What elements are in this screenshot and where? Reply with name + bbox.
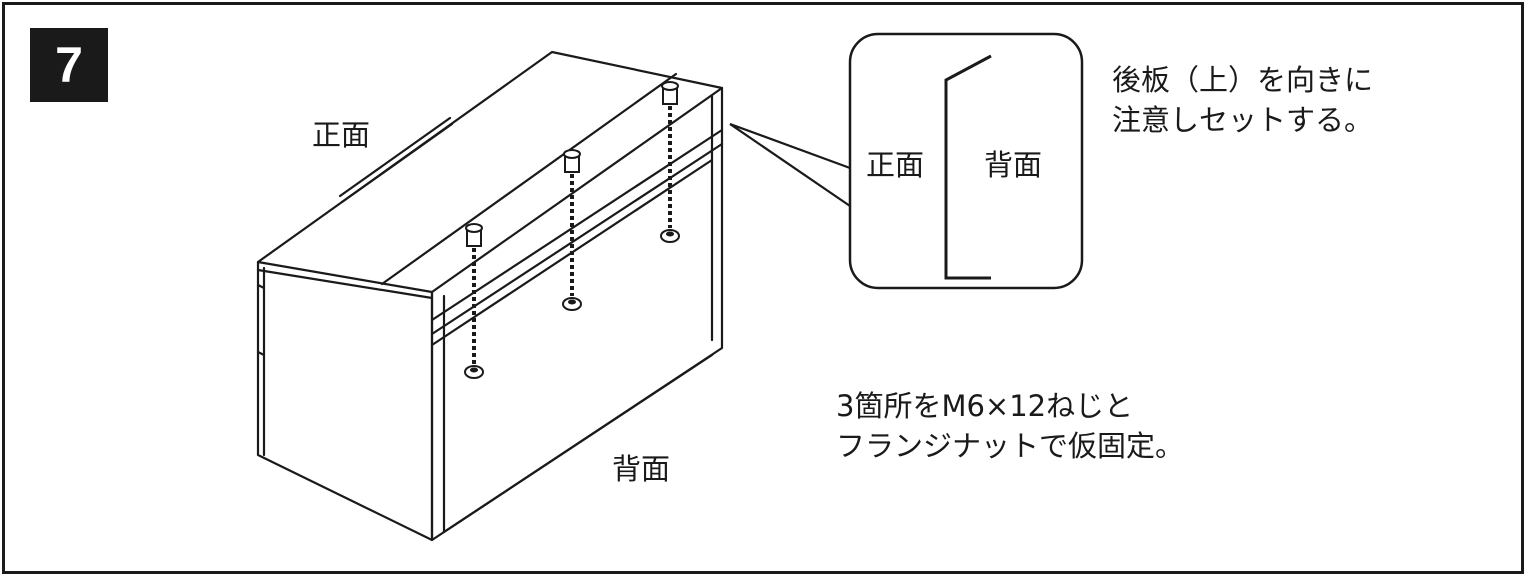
step-number-badge: 7: [30, 28, 108, 102]
side-panel: [256, 260, 434, 542]
orientation-note-line-2: 注意しセットする。: [1112, 103, 1374, 137]
orientation-note-line-1: 後板（上）を向きに: [1112, 63, 1374, 97]
screw-2: [562, 149, 582, 311]
top-panel-edge: [256, 268, 434, 300]
back-label: 背面: [612, 452, 671, 486]
top-panel-seam: [380, 72, 678, 286]
fastening-note: 3箇所をM6×12ねじと フランジナットで仮固定。: [836, 386, 1184, 466]
fastening-note-line-2: フランジナットで仮固定。: [836, 429, 1185, 463]
detail-front-label: 正面: [866, 148, 925, 182]
front-label: 正面: [312, 118, 371, 152]
fastening-note-line-1: 3箇所をM6×12ねじと: [836, 389, 1134, 423]
detail-board-profile: [944, 54, 992, 280]
detail-callout-box: [848, 32, 1084, 290]
screw-3: [660, 81, 680, 243]
upper-back-board: [430, 128, 724, 322]
orientation-note: 後板（上）を向きに 注意しセットする。: [1112, 60, 1373, 140]
top-panel: [256, 50, 724, 294]
screw-1: [464, 223, 484, 379]
callout-lines: [729, 122, 851, 207]
detail-back-label: 背面: [984, 148, 1043, 182]
